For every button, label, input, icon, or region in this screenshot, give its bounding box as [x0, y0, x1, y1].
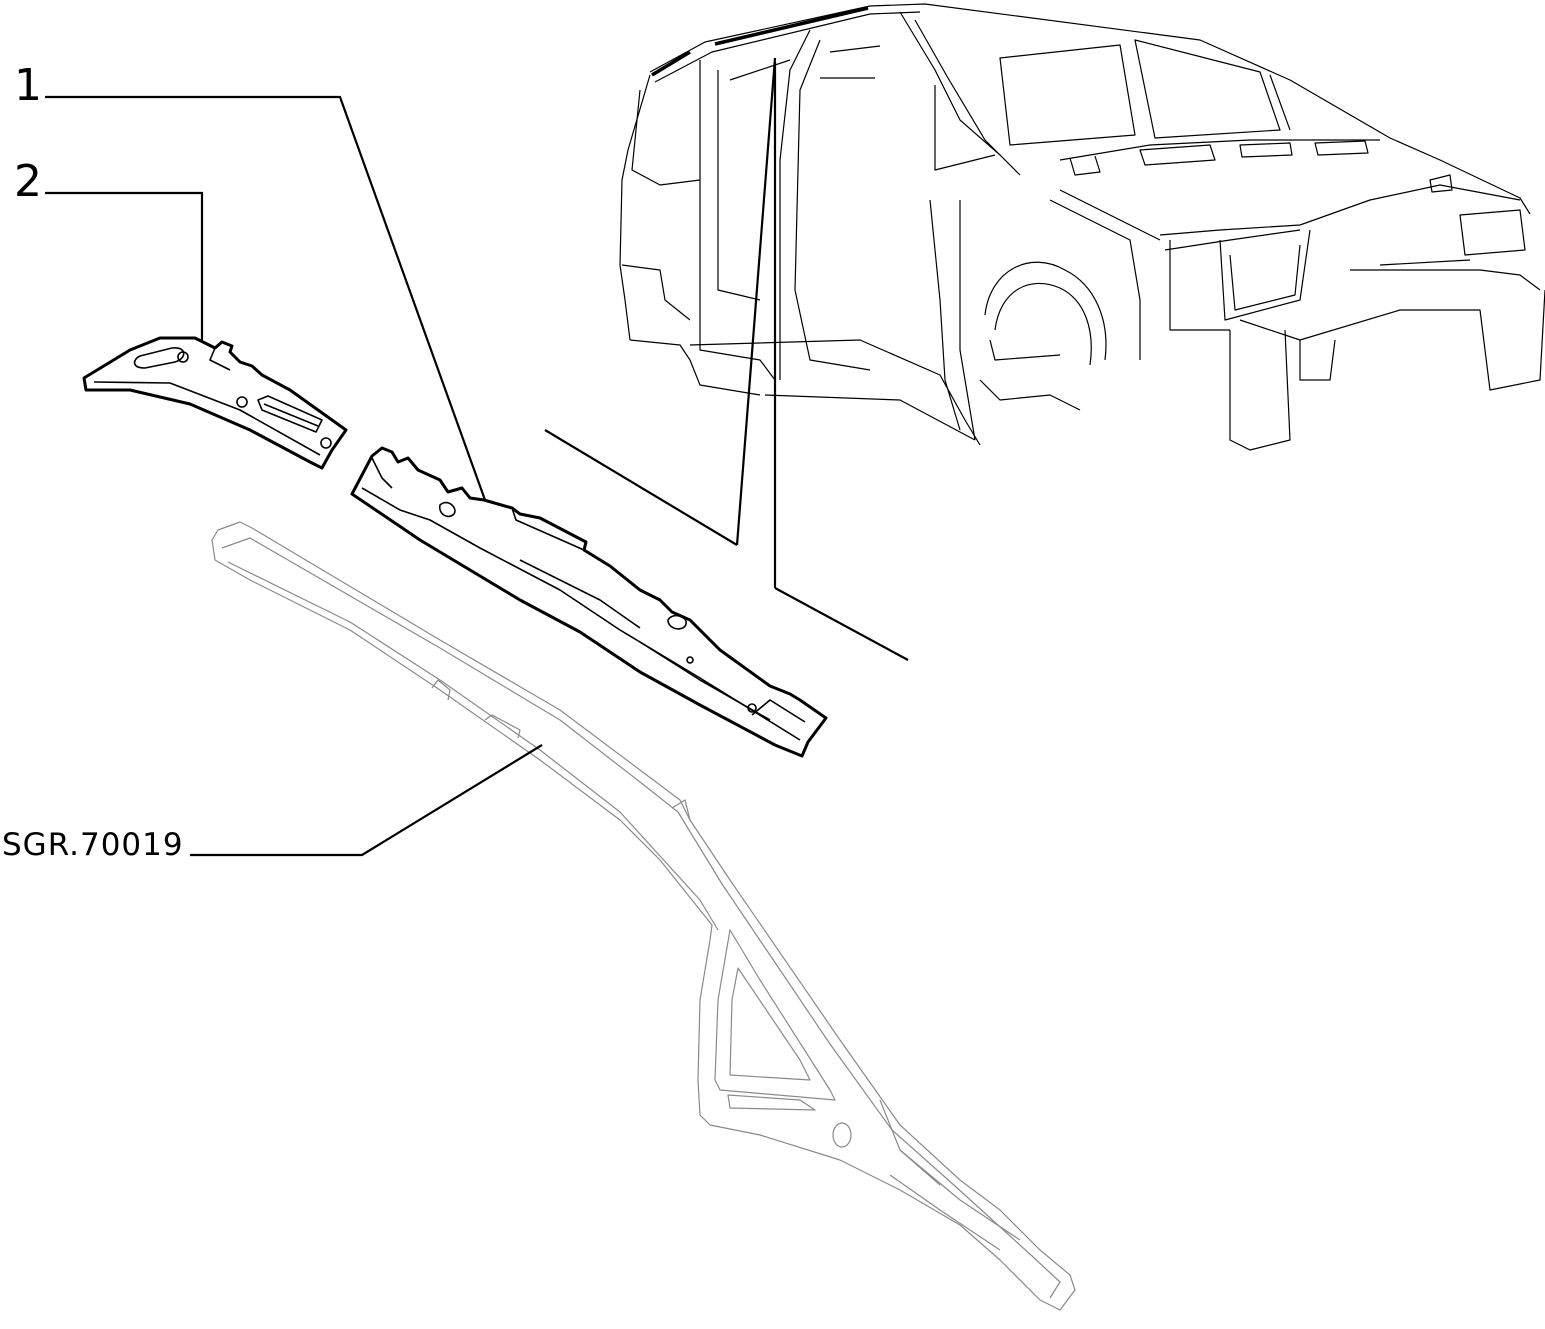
part-2-bracket [82, 336, 348, 470]
car-body-illustration [619, 3, 1545, 451]
ghost-pillar-reference [211, 521, 1076, 1311]
car-diagonal-leader [774, 587, 909, 661]
part-connection-line [544, 429, 738, 546]
callout-leaders [45, 95, 543, 857]
part-1-rail [350, 446, 828, 758]
callout-number-2: 2 [14, 156, 42, 207]
reference-code: SGR.70019 [2, 827, 184, 863]
callout-2-leader [45, 191, 204, 340]
reference-code-leader [190, 744, 543, 857]
callout-number-1: 1 [14, 60, 42, 111]
car-to-part-leader [735, 57, 777, 546]
assembly-leader-lines [544, 57, 909, 661]
callout-1-leader [45, 95, 487, 501]
